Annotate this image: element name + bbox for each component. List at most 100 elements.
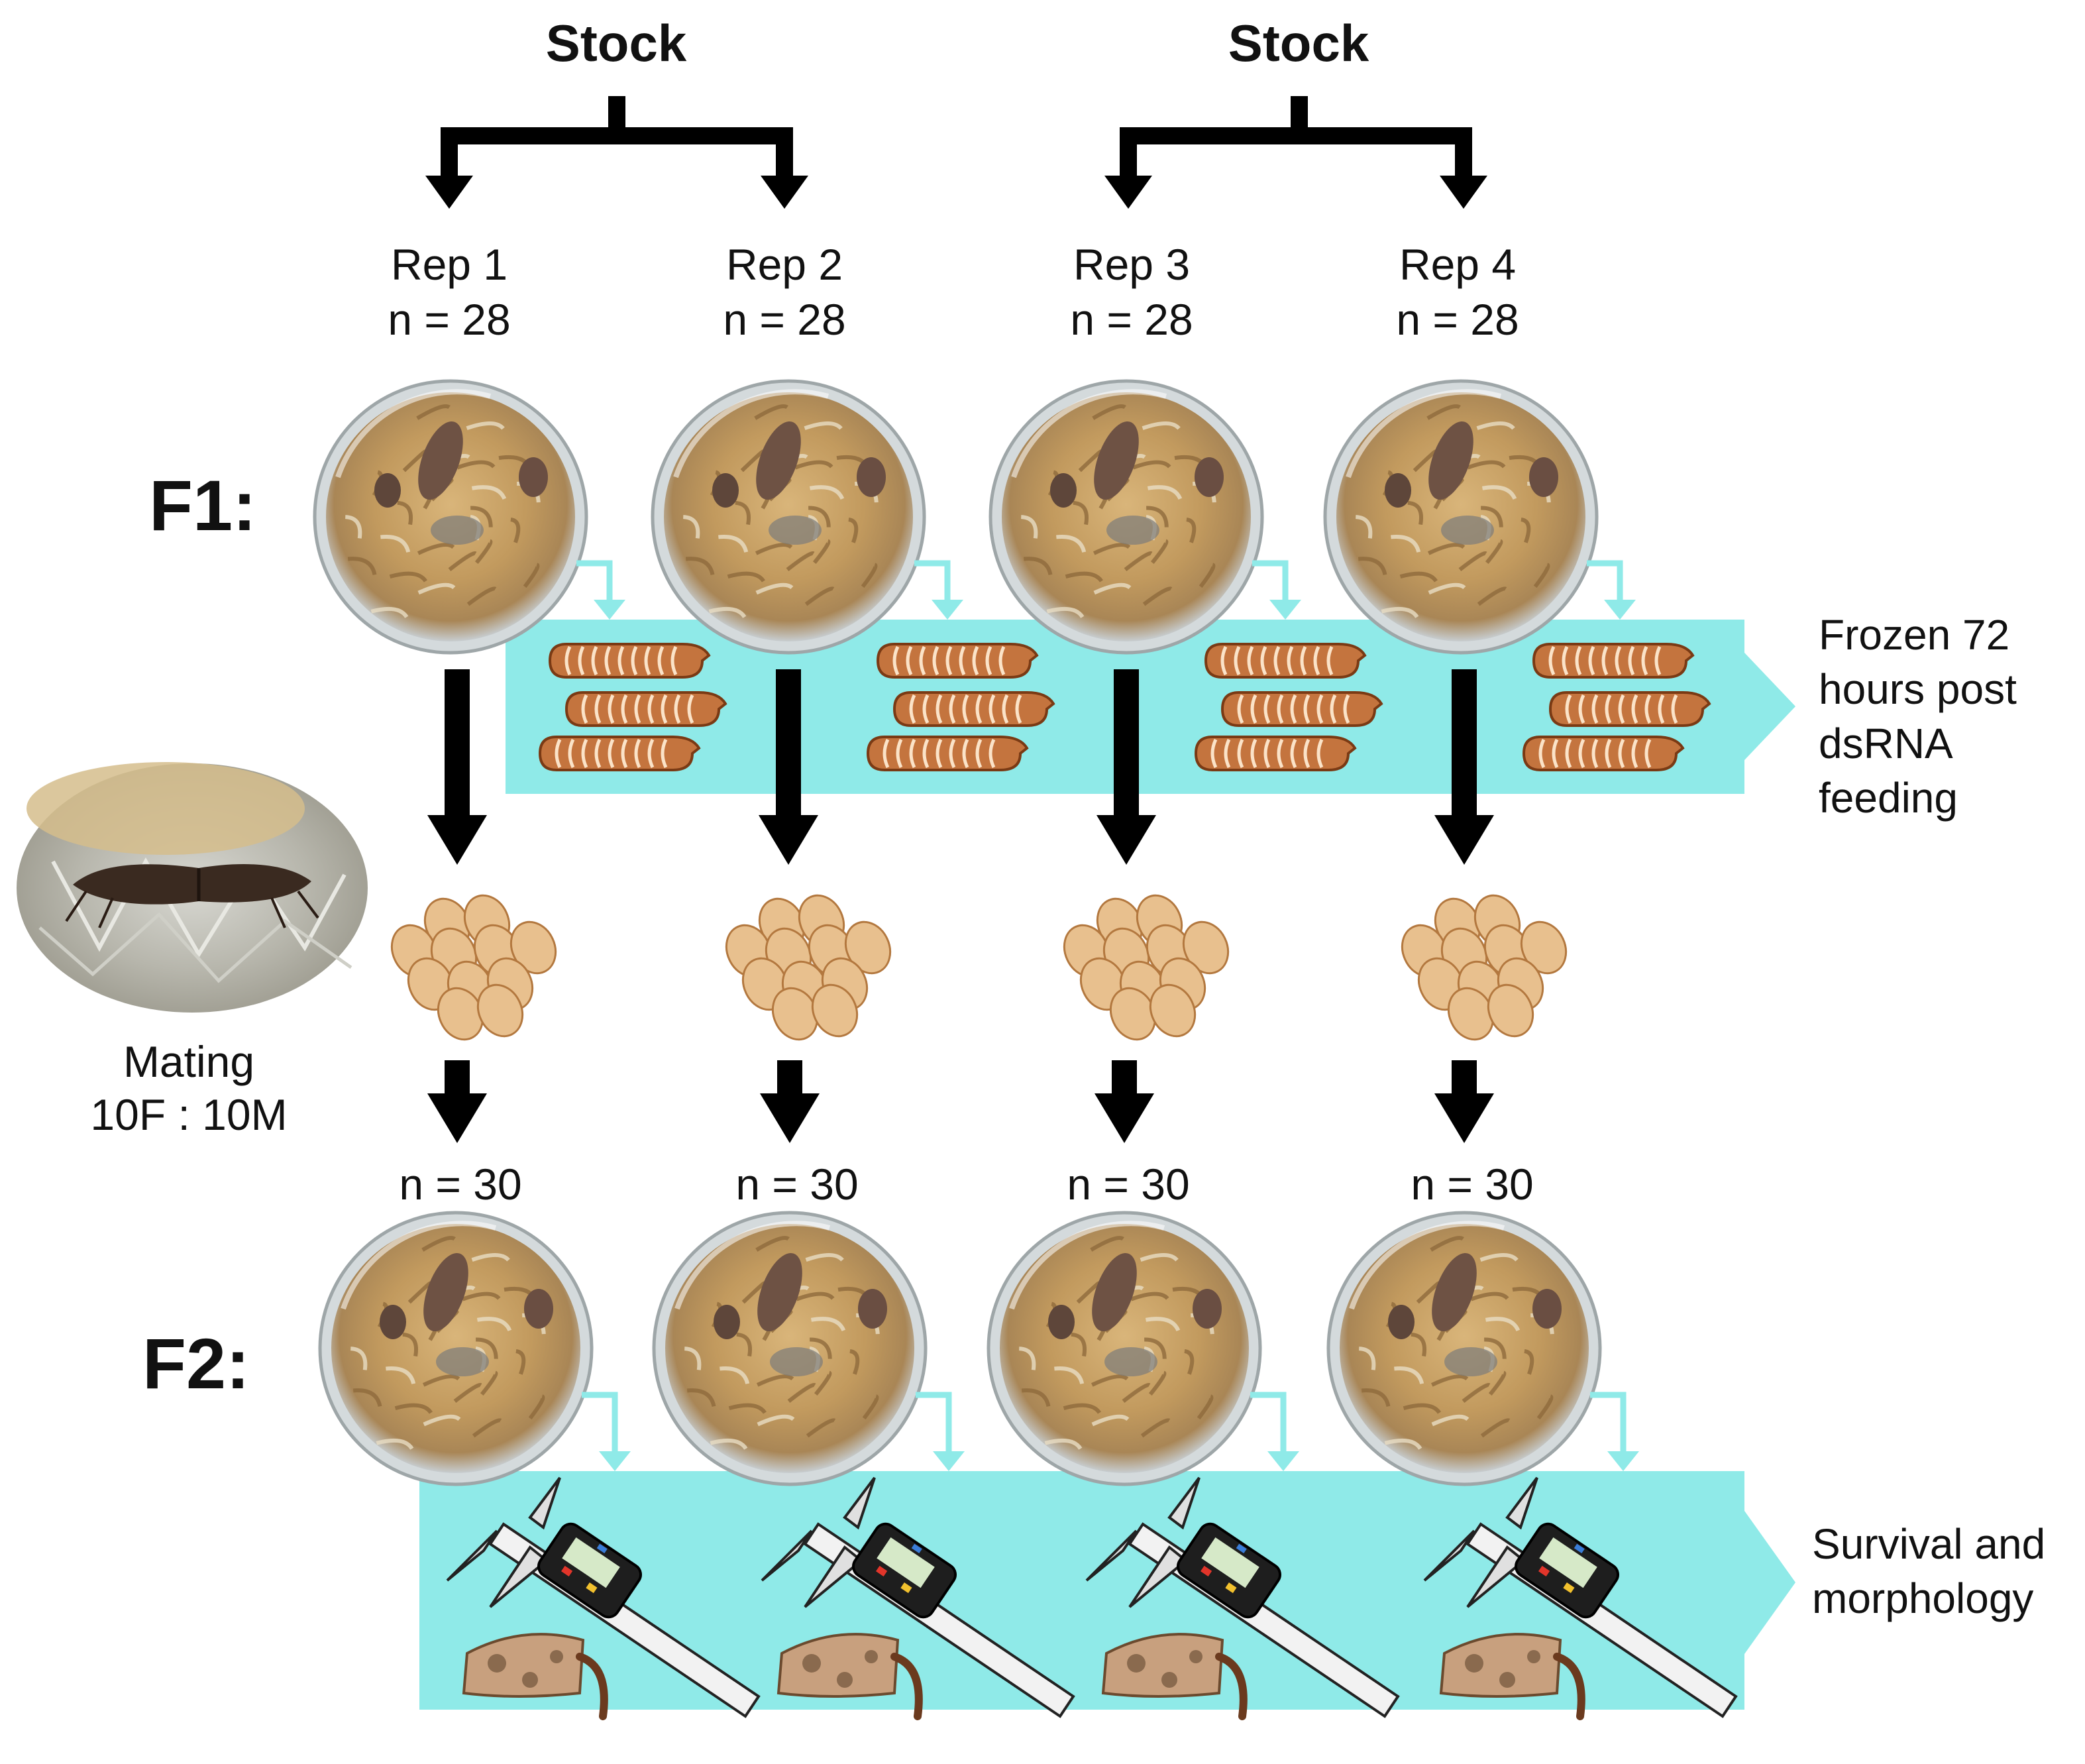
moth <box>462 1633 608 1720</box>
f1-dishes <box>313 379 1599 655</box>
egg-cluster-rep-2 <box>725 894 892 1041</box>
rep-4-n-f2: n = 30 <box>1411 1160 1533 1209</box>
f2-sampling-arrow-3 <box>1250 1392 1299 1471</box>
moth <box>776 1633 923 1720</box>
f1-outcome-line2: hours post <box>1819 665 2017 713</box>
f1-to-egg-arrow-2 <box>759 669 818 865</box>
larva <box>892 691 1055 727</box>
f1-outcome-line4: feeding <box>1819 774 1958 822</box>
egg-to-f2-arrow-2 <box>760 1060 820 1143</box>
egg <box>1149 983 1197 1038</box>
egg <box>1182 920 1230 975</box>
f1-to-egg-arrow-4 <box>1434 669 1494 865</box>
stock-arrowhead-rep3 <box>1104 176 1152 209</box>
stock-arrowhead-rep2 <box>761 176 808 209</box>
f2-outcome-text: Survival and morphology <box>1812 1520 2045 1622</box>
rep-1-n-f2: n = 30 <box>399 1160 521 1209</box>
stock-group-right: Stock <box>1104 14 1487 209</box>
mating-label-line1: Mating <box>123 1037 254 1086</box>
f1-dish-rep-3 <box>989 379 1264 655</box>
f1-dish-rep-2 <box>651 379 926 655</box>
egg-to-f2-arrow-1 <box>427 1060 487 1143</box>
larva-group-2 <box>866 643 1055 771</box>
egg-to-f2-arrow-3 <box>1095 1060 1154 1143</box>
rep-4-name: Rep 4 <box>1399 240 1516 289</box>
moth <box>1439 1633 1585 1720</box>
f1-to-egg-arrows <box>427 669 1494 865</box>
larva <box>876 643 1039 679</box>
rep-3-n-f2: n = 30 <box>1067 1160 1189 1209</box>
f2-sampling-arrow-2 <box>916 1392 965 1471</box>
rep-2-name: Rep 2 <box>726 240 843 289</box>
f2-outcome-line1: Survival and <box>1812 1520 2045 1568</box>
mating-photo <box>17 762 368 1013</box>
caliper-rep-1 <box>446 1476 761 1720</box>
f1-outcome-text: Frozen 72 hours post dsRNA feeding <box>1819 611 2017 822</box>
egg-clusters <box>390 894 1568 1041</box>
generation-label-f1: F1: <box>149 465 256 545</box>
egg-cluster-rep-3 <box>1063 894 1230 1041</box>
f2-dish-rep-3 <box>987 1211 1262 1486</box>
egg <box>811 983 859 1038</box>
f1-sampling-arrow-2 <box>914 560 963 620</box>
f2-dish-rep-1 <box>318 1211 594 1486</box>
f1-sampling-arrow-1 <box>576 560 625 620</box>
egg <box>1520 920 1568 975</box>
larva <box>1532 643 1695 679</box>
f2-dish-rep-2 <box>652 1211 928 1486</box>
f1-dish-rep-1 <box>313 379 588 655</box>
f2-n-labels: n = 30 n = 30 n = 30 n = 30 <box>399 1160 1533 1209</box>
caliper-rep-2 <box>761 1476 1075 1720</box>
rep-1-name: Rep 1 <box>391 240 508 289</box>
f1-to-egg-arrow-1 <box>427 669 487 865</box>
f2-sampling-arrow-1 <box>582 1392 631 1471</box>
larva <box>1220 691 1383 727</box>
caliper-measurements <box>446 1476 1738 1720</box>
larva-group-4 <box>1522 643 1711 771</box>
egg-cluster-rep-1 <box>390 894 557 1041</box>
rep-2-n-f1: n = 28 <box>723 295 845 344</box>
caliper-rep-4 <box>1423 1476 1738 1720</box>
mating-moth-pair <box>73 864 311 905</box>
stock-bar-left <box>441 127 793 144</box>
rep-1-n-f1: n = 28 <box>388 295 510 344</box>
stock-arrowhead-rep1 <box>425 176 473 209</box>
f2-band-arrowhead <box>1744 1511 1795 1654</box>
rep-labels: Rep 1 n = 28 Rep 2 n = 28 Rep 3 n = 28 R… <box>388 240 1519 344</box>
egg <box>476 983 524 1038</box>
larva <box>866 736 1029 771</box>
rep-3-name: Rep 3 <box>1073 240 1190 289</box>
egg <box>844 920 892 975</box>
f1-to-egg-arrow-3 <box>1096 669 1156 865</box>
rep-3-n-f1: n = 28 <box>1070 295 1193 344</box>
larva <box>1204 643 1367 679</box>
egg-cluster-rep-4 <box>1401 894 1568 1041</box>
larva <box>548 643 711 679</box>
stock-label-left: Stock <box>546 14 687 72</box>
f2-outcome-line2: morphology <box>1812 1574 2033 1622</box>
f1-band-arrowhead <box>1744 653 1795 760</box>
larva-group-3 <box>1194 643 1383 771</box>
rep-2-n-f2: n = 30 <box>735 1160 858 1209</box>
larva <box>1548 691 1711 727</box>
f2-dish-rep-4 <box>1326 1211 1602 1486</box>
egg-to-f2-arrows <box>427 1060 1494 1143</box>
stock-group-left: Stock <box>425 14 808 209</box>
mating-label-line2: 10F : 10M <box>90 1090 287 1139</box>
egg <box>1487 983 1534 1038</box>
f1-outcome-line1: Frozen 72 <box>1819 611 2009 659</box>
f2-dishes <box>318 1211 1602 1486</box>
egg <box>509 920 557 975</box>
f2-sampling-arrow-4 <box>1590 1392 1639 1471</box>
stock-label-right: Stock <box>1228 14 1369 72</box>
larva <box>564 691 727 727</box>
f1-sampling-arrow-3 <box>1252 560 1301 620</box>
f1-sampling-arrow-4 <box>1587 560 1636 620</box>
f1-dish-rep-4 <box>1323 379 1599 655</box>
caliper-rep-3 <box>1085 1476 1400 1720</box>
sampling-arrows <box>576 560 1639 1471</box>
f1-outcome-line3: dsRNA <box>1819 720 1953 767</box>
larva <box>1522 736 1685 771</box>
larva <box>538 736 701 771</box>
